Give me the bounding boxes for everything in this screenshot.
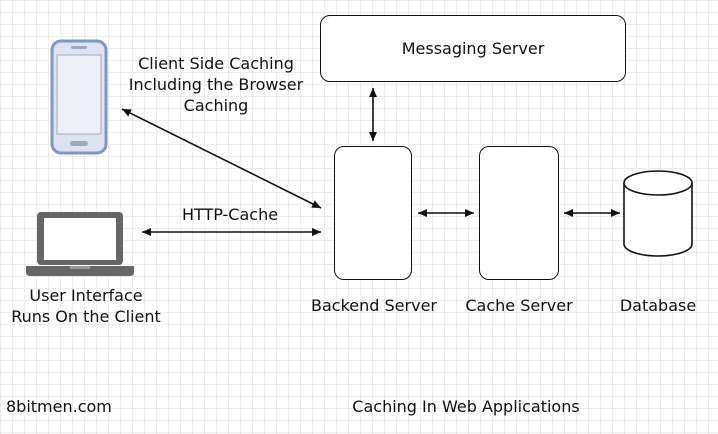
user-interface-label: User Interface Runs On the Client bbox=[11, 286, 161, 326]
database-label: Database bbox=[619, 296, 697, 315]
backend-server-label: Backend Server bbox=[311, 296, 437, 315]
cache-server-box bbox=[479, 146, 559, 280]
http-cache-label: HTTP-Cache bbox=[181, 205, 279, 224]
cache-server-label: Cache Server bbox=[465, 296, 573, 315]
client-caching-label: Client Side Caching Including the Browse… bbox=[128, 54, 304, 115]
database-icon bbox=[623, 170, 693, 257]
caption-label: Caching In Web Applications bbox=[352, 397, 580, 416]
site-label: 8bitmen.com bbox=[6, 397, 112, 416]
messaging-server-box bbox=[320, 15, 626, 82]
backend-server-box bbox=[334, 146, 412, 280]
laptop-icon bbox=[26, 212, 134, 276]
arrow-phone-backend bbox=[121, 108, 322, 209]
smartphone-icon bbox=[50, 39, 108, 155]
messaging-server-label: Messaging Server bbox=[401, 39, 545, 58]
